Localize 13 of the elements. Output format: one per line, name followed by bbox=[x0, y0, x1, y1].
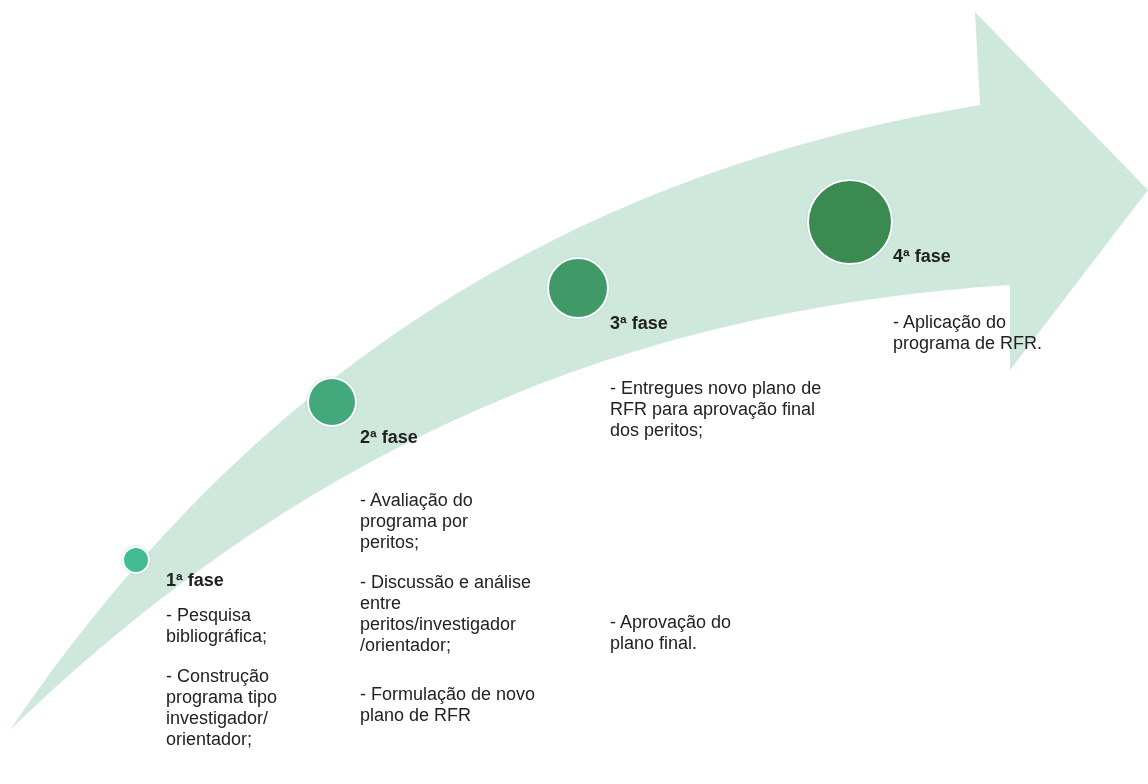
phase-title: 1ª fase bbox=[166, 570, 225, 591]
phase-circle bbox=[122, 546, 150, 574]
phase-title: 2ª fase bbox=[360, 427, 419, 448]
phase-step-text: - Aplicação do programa de RFR. bbox=[893, 312, 1043, 354]
phase-step-text: - Formulação de novo plano de RFR bbox=[360, 684, 537, 726]
phase-title: 4ª fase bbox=[893, 246, 952, 267]
phase-step-text: - Construção programa tipo investigador/ orientador; bbox=[166, 666, 278, 750]
note-text: - Aprovação do plano final. bbox=[610, 612, 733, 654]
phase-step-text: - Avaliação do programa por peritos; bbox=[360, 490, 474, 553]
phase-step-text: - Entregues novo plano de RFR para aprovação final dos peritos; bbox=[610, 378, 823, 441]
phase-title: 3ª fase bbox=[610, 313, 669, 334]
phase-step-text: - Pesquisa bibliográfica; bbox=[166, 605, 269, 647]
phase-step-text: - Discussão e análise entre peritos/investigador /orientador; bbox=[360, 572, 533, 656]
